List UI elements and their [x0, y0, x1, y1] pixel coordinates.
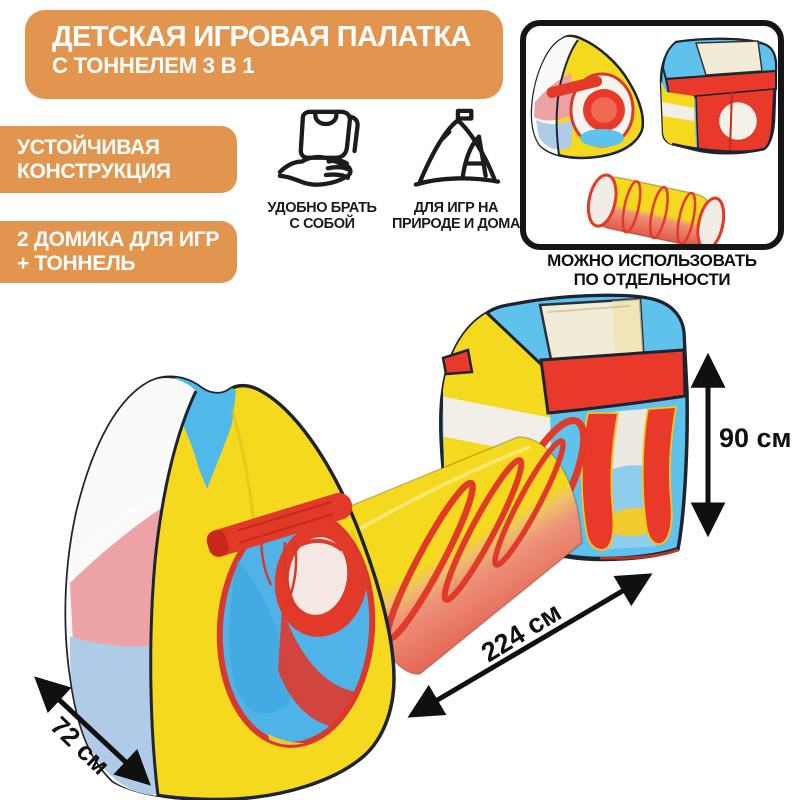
- inset-cone-tent: [530, 34, 645, 160]
- badge-line: 2 ДОМИКА ДЛЯ ИГР: [17, 228, 220, 251]
- badge-two-houses-tunnel: 2 ДОМИКА ДЛЯ ИГР + ТОННЕЛЬ: [0, 221, 237, 283]
- inset-caption-line: ПО ОТДЕЛЬНОСТИ: [573, 270, 731, 289]
- feature-caption: С СОБОЙ: [289, 215, 355, 232]
- page-subtitle: С ТОННЕЛЕМ 3 В 1: [52, 53, 255, 78]
- height-label: 90 см: [719, 423, 792, 453]
- inset-caption: МОЖНО ИСПОЛЬЗОВАТЬ ПО ОТДЕЛЬНОСТИ: [510, 251, 794, 289]
- badge-sturdy-construction: УСТОЙЧИВАЯ КОНСТРУКЦИЯ: [0, 126, 237, 193]
- badge-line: + ТОННЕЛЬ: [17, 252, 136, 275]
- badge-line: КОНСТРУКЦИЯ: [17, 159, 171, 183]
- title-banner: ДЕТСКАЯ ИГРОВАЯ ПАЛАТКА С ТОННЕЛЕМ 3 В 1: [25, 10, 503, 99]
- rolled-door-flap: [206, 492, 353, 557]
- inset-illustration: [530, 34, 778, 244]
- bag-in-hand-icon: [277, 109, 360, 187]
- separate-parts-inset: [520, 20, 784, 250]
- feature-caption: УДОБНО БРАТЬ: [267, 200, 377, 216]
- inset-cube-tent: [659, 37, 778, 155]
- tent-outdoor-icon: [413, 108, 501, 187]
- tunnel: [323, 417, 588, 675]
- dimension-height: 90 см: [690, 352, 792, 538]
- feature-caption: ПРИРОДЕ И ДОМА: [391, 215, 521, 232]
- inset-caption-line: МОЖНО ИСПОЛЬЗОВАТЬ: [547, 251, 757, 270]
- feature-caption: ДЛЯ ИГР НА: [413, 200, 499, 216]
- page-title: ДЕТСКАЯ ИГРОВАЯ ПАЛАТКА: [52, 21, 472, 53]
- feature-portable: УДОБНО БРАТЬ С СОБОЙ: [256, 108, 388, 232]
- badge-line: УСТОЙЧИВАЯ: [17, 135, 160, 159]
- feature-outdoor-indoor: ДЛЯ ИГР НА ПРИРОДЕ И ДОМА: [390, 108, 522, 232]
- inset-tunnel: [586, 173, 726, 244]
- cone-tent: [64, 375, 396, 800]
